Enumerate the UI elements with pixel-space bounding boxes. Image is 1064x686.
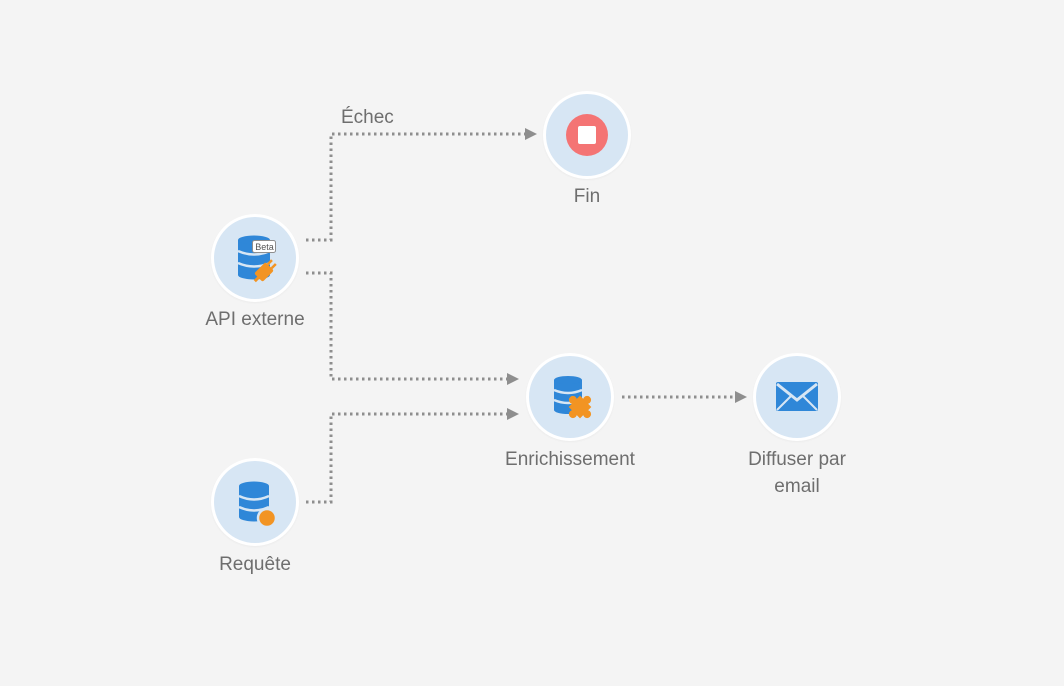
node-fin-circle — [546, 94, 628, 176]
beta-badge: Beta — [255, 242, 274, 252]
node-enrichissement-label: Enrichissement — [505, 449, 635, 470]
node-fin[interactable] — [543, 91, 631, 179]
node-api-externe-circle: Beta — [214, 217, 296, 299]
node-enrichissement[interactable] — [526, 353, 614, 441]
node-requete-label: Requête — [219, 554, 291, 575]
database-plug-icon — [237, 235, 277, 283]
connector-api-to-enrichment[interactable] — [306, 271, 509, 381]
arrowhead-email — [735, 391, 747, 403]
node-diffuser-par-email-label: Diffuser par email — [748, 449, 846, 497]
node-enrichissement-circle — [529, 356, 611, 438]
node-api-externe-label: API externe — [205, 309, 305, 330]
connector-query-to-enrichment[interactable] — [306, 412, 509, 504]
database-puzzle-icon — [553, 376, 592, 419]
arrowhead-end — [525, 128, 537, 140]
node-requete-circle — [214, 461, 296, 543]
database-dot-icon — [238, 481, 278, 529]
node-diffuser-par-email[interactable] — [753, 353, 841, 441]
failure-edge-label: Échec — [341, 107, 394, 128]
node-diffuser-par-email-circle — [756, 356, 838, 438]
node-fin-label: Fin — [573, 186, 601, 207]
node-requete[interactable] — [211, 458, 299, 546]
stop-icon — [566, 114, 608, 156]
connector-api-to-end[interactable] — [306, 132, 527, 242]
envelope-icon — [776, 382, 818, 411]
arrowhead-enrichment-top — [507, 373, 519, 385]
arrowhead-enrichment-bottom — [507, 408, 519, 420]
node-api-externe[interactable]: Beta — [211, 214, 299, 302]
